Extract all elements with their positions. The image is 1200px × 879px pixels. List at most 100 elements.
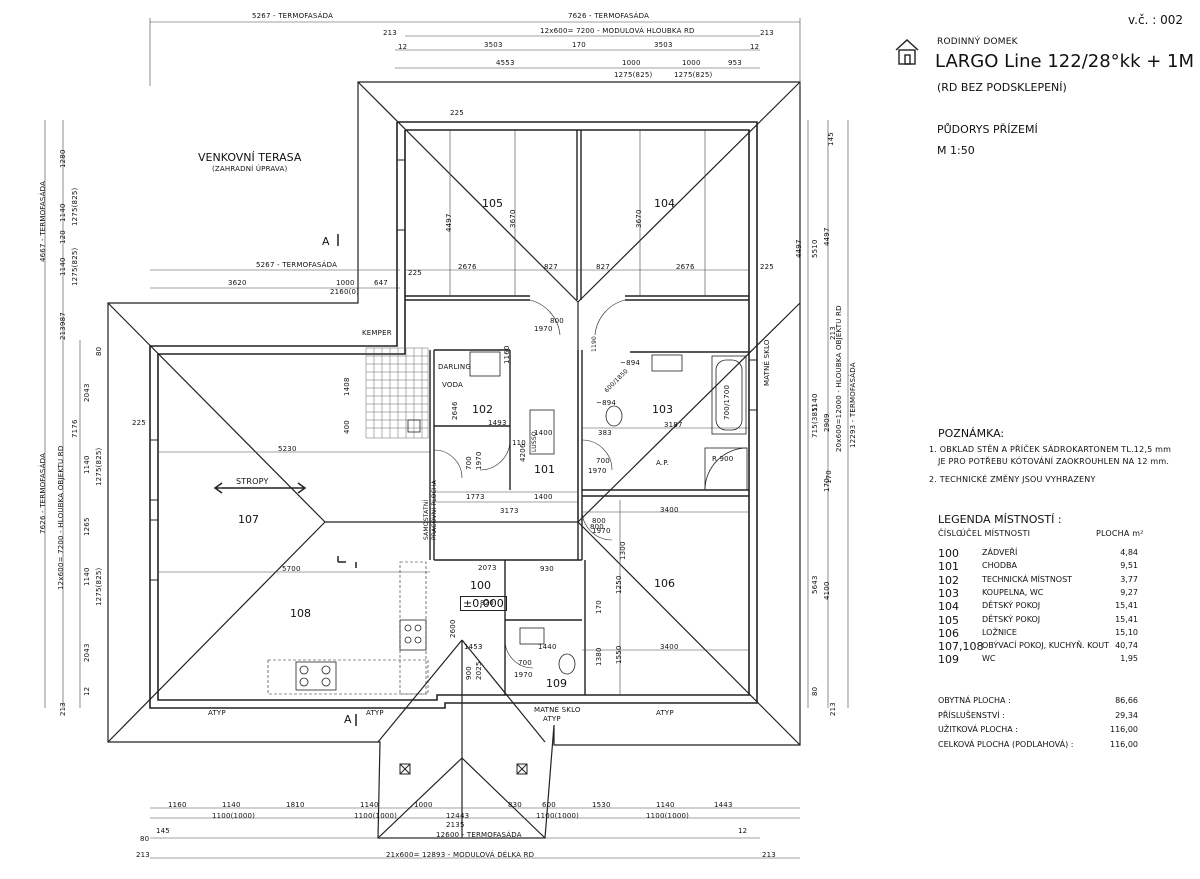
stropy-label: STROPY xyxy=(236,477,269,486)
atyp-label: ATYP xyxy=(543,715,561,723)
dim-text: 900 xyxy=(465,666,473,680)
project-name: LARGO Line 122/28°kk + 1M xyxy=(935,51,1195,72)
drawing-title: PŮDORYS PŘÍZEMÍ xyxy=(937,123,1038,136)
room-104-label: 104 xyxy=(654,197,675,210)
fixture-label: ~894 xyxy=(620,359,641,367)
dim-text: 1550 xyxy=(615,645,623,664)
dim-text: 7626 - TERMOFASÁDA xyxy=(39,452,47,534)
windows xyxy=(150,121,757,709)
dim-text: 1970 xyxy=(475,451,483,470)
dim-text: 80 xyxy=(811,686,819,696)
dim-text: 800 xyxy=(590,523,604,531)
fixture-label: SAMOSTATNÍ xyxy=(423,499,430,541)
dim-text: 647 xyxy=(374,279,388,287)
legend-total-area: 116,00 xyxy=(1110,725,1138,734)
dim-text: 4553 xyxy=(496,59,515,67)
dim-text: 4100 xyxy=(823,581,831,600)
legend-col-number: ČÍSLO xyxy=(938,529,963,538)
legend-room-area: 15,41 xyxy=(1115,601,1138,611)
dim-text: 1100(1000) xyxy=(212,812,256,820)
legend-room-area: 9,27 xyxy=(1120,587,1138,597)
dim-text: 1000 xyxy=(414,801,433,809)
legend-room-name: DĚTSKÝ POKOJ xyxy=(982,601,1041,611)
dim-text: 170 xyxy=(572,41,586,49)
fixture-label: 1190 xyxy=(591,335,598,352)
legend-total-row: UŽITKOVÁ PLOCHA : 116,00 xyxy=(938,725,1138,738)
dim-text: 2073 xyxy=(478,564,497,572)
dim-text: 1000 xyxy=(622,59,641,67)
room-108-label: 108 xyxy=(290,607,311,620)
roof-outline xyxy=(107,81,801,839)
matne-sklo-label: MATNÉ SKLO xyxy=(534,706,581,714)
project-note: (RD BEZ PODSKLEPENÍ) xyxy=(937,81,1067,94)
note-1b: JE PRO POTŘEBU KÓTOVÁNÍ ZAOKROUHLEN NA 1… xyxy=(938,457,1170,466)
room-109-label: 109 xyxy=(546,677,567,690)
darling-label: DARLING xyxy=(438,363,471,371)
dim-text: 4497 xyxy=(795,239,803,258)
fixture-label: R 900 xyxy=(712,455,734,463)
dim-text: 1250 xyxy=(615,575,623,594)
dim-text: 1140 xyxy=(222,801,241,809)
dim-text: 2646 xyxy=(451,401,459,420)
fixture-label: PRACOVNÍ PLOCHA xyxy=(431,480,438,540)
dim-text: 1100(1000) xyxy=(646,812,690,820)
dim-text: 1100(1000) xyxy=(536,812,580,820)
project-type: RODINNÝ DOMEK xyxy=(937,37,1018,47)
dim-text: 1000 xyxy=(336,279,355,287)
fixture-label: 800 xyxy=(592,517,606,525)
dim-text: 2600 xyxy=(449,619,457,638)
room-103-label: 103 xyxy=(652,403,673,416)
dim-text: 1970 xyxy=(514,671,533,679)
dim-text: 820 xyxy=(480,599,494,607)
dim-text: 170 xyxy=(595,600,603,614)
dim-text: 5267 - TERMOFASÁDA xyxy=(256,261,338,269)
atyp-label: ATYP xyxy=(366,709,384,717)
dim-text: 827 xyxy=(544,263,558,271)
legend-room-area: 15,41 xyxy=(1115,614,1138,624)
bathroom-fixtures xyxy=(295,351,748,691)
dim-text: 930 xyxy=(540,565,554,573)
dim-text: 80 xyxy=(140,835,150,843)
dim-text: 225 xyxy=(450,109,464,117)
dim-text: 1160 xyxy=(168,801,187,809)
dim-text: 400 xyxy=(343,420,351,434)
dim-text: 20x600=12000 - HLOUBKA OBJEKTU RD xyxy=(835,305,843,452)
dim-text: 12600 - TERMOFASÁDA xyxy=(436,831,522,839)
dim-text: 1453 xyxy=(464,643,483,651)
dim-text: 3187 xyxy=(664,421,683,429)
dim-text: 12 xyxy=(750,43,760,51)
dim-text: 120 xyxy=(59,230,67,244)
legend-room-name: LOŽNICE xyxy=(982,627,1017,637)
fixture-label: 1970 xyxy=(534,325,553,333)
dim-text: 1773 xyxy=(466,493,485,501)
room-105-label: 105 xyxy=(482,197,503,210)
dim-text: 213 xyxy=(136,851,150,859)
legend-room-area: 4,84 xyxy=(1120,548,1138,557)
legend-room-number: 104 xyxy=(938,600,959,614)
dim-text: 12x600= 7200 - MODULOVÁ HLOUBKA RD xyxy=(540,27,695,35)
fixture-label: A.P. xyxy=(656,459,670,467)
level-marker: ±0,000 xyxy=(460,596,507,611)
dim-text: 110 xyxy=(512,439,526,447)
dim-text: 2025 xyxy=(475,661,483,680)
legend-row: 104 DĚTSKÝ POKOJ 15,41 xyxy=(938,600,1138,614)
legend-total-name: UŽITKOVÁ PLOCHA : xyxy=(938,725,1018,734)
legend-total-row: OBYTNÁ PLOCHA :86,66 xyxy=(938,696,1138,709)
dim-text: 5230 xyxy=(278,445,297,453)
outer-walls xyxy=(149,121,758,709)
dim-text: 12443 xyxy=(446,812,470,820)
legend-room-name: CHODBA xyxy=(982,561,1018,571)
interior-walls xyxy=(405,130,749,695)
fixture-label: 1970 xyxy=(588,467,607,475)
dim-text: 12293 - TERMOFASÁDA xyxy=(849,362,857,448)
fixture-label: 700/1700 xyxy=(723,384,731,420)
fixture-label: ~894 xyxy=(596,399,617,407)
legend-col-area: PLOCHA m² xyxy=(1096,529,1144,538)
dim-text: 5643 xyxy=(811,575,819,594)
section-a-label: A xyxy=(322,235,330,248)
tiled-area xyxy=(365,347,429,439)
dim-text: 12 xyxy=(738,827,748,835)
legend-total-area: 29,34 xyxy=(1115,710,1138,720)
dim-text: 1493 xyxy=(488,419,507,427)
